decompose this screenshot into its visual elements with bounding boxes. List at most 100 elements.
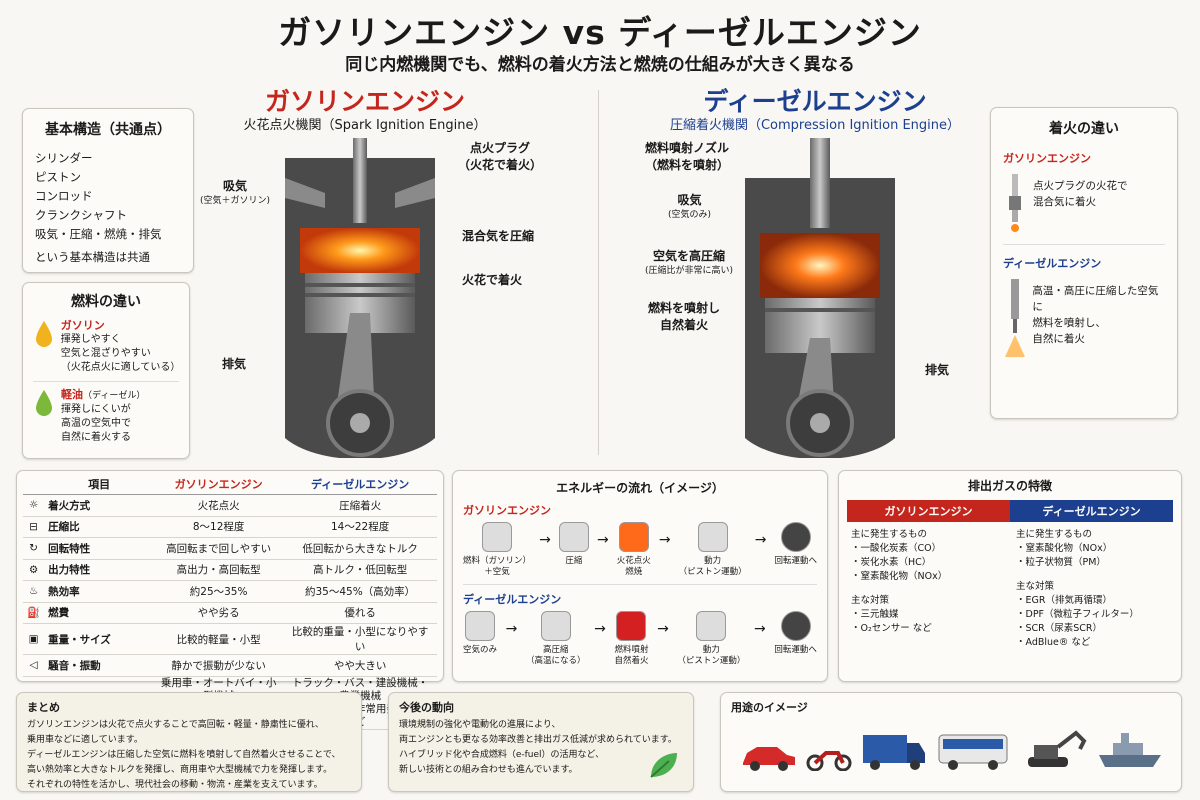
flow-step-icon: [482, 522, 512, 552]
flow-step-label: 回転運動へ: [774, 556, 817, 566]
ignition-box: 着火の違い ガソリンエンジン 点火プラグの火花で 混合気に着火 ディーゼルエンジ…: [990, 107, 1178, 419]
table-row-gasoline: 約25〜35%: [154, 580, 284, 603]
table-row-item: 回転特性: [44, 537, 155, 560]
fuel-box: 燃料の違い ガソリン 揮発しやすく 空気と混ざりやすい （火花点火に適している）…: [22, 282, 190, 459]
exhaust-gas-main: 主に発生するもの: [851, 529, 928, 540]
basic-item: 吸気・圧縮・燃焼・排気: [35, 227, 162, 241]
flow-step-icon: [780, 522, 811, 552]
diesel-inject-label: 燃料を噴射し 自然着火: [648, 301, 721, 332]
center-divider: [598, 90, 599, 455]
exhaust-gas-header: ガソリンエンジン: [847, 500, 1010, 522]
table-row-item: 圧縮比: [44, 516, 155, 538]
table-header: ガソリンエンジン: [154, 473, 284, 495]
table-row-icon: ⛽: [23, 602, 45, 624]
flow-step: 回転運動へ: [774, 522, 817, 567]
gasoline-engine-subtitle: 火花点火機関（Spark Ignition Engine）: [243, 118, 487, 133]
table-row-diesel: 低回転から大きなトルク: [283, 537, 437, 560]
truck-icon: [863, 735, 926, 770]
flow-step: 動力 （ピストン運動）: [677, 611, 745, 667]
basic-footer: という基本構造は共通: [35, 250, 150, 264]
table-row-icon: ☼: [23, 494, 45, 517]
table-row-gasoline: やや劣る: [154, 602, 284, 624]
summary-line: 高い熱効率と大きなトルクを発揮し、商用車や大型機械で力を発揮します。: [27, 765, 333, 775]
summary-line: 乗用車などに適しています。: [27, 735, 143, 745]
basic-item: コンロッド: [35, 189, 93, 203]
exhaust-measure: ・EGR（排気再循環）: [1016, 595, 1112, 606]
table-row: ◁騒音・振動静かで振動が少ないやや大きい: [23, 654, 437, 677]
exhaust-box: 排出ガスの特徴 ガソリンエンジン ディーゼルエンジン 主に発生するもの ・一酸化…: [838, 470, 1182, 682]
gasoline-label: ガソリン: [60, 319, 105, 332]
table-row-gasoline: 高回転まで回しやすい: [154, 537, 284, 560]
table-row-diesel: 約35〜45%（高効率）: [283, 580, 437, 603]
fuel-desc: 空気と混ざりやすい: [60, 348, 151, 359]
ignition-gas-desc: 混合気に着火: [1033, 196, 1096, 208]
gasoline-engine-diagram: [285, 138, 435, 458]
flow-step: 高圧縮 （高温になる）: [525, 611, 586, 667]
diesel-exhaust-label: 排気: [925, 363, 950, 377]
leaf-icon: [650, 753, 677, 778]
flow-step-icon: [618, 522, 649, 552]
diesel-engine-diagram: [745, 138, 895, 458]
diesel-fuel-label: 軽油: [61, 388, 83, 401]
table-row: ⛽燃費やや劣る優れる: [23, 602, 437, 624]
flow-step-label: 火花点火 燃焼: [616, 556, 651, 577]
flow-step-label: 燃料（ガソリン） ＋空気: [463, 556, 532, 577]
future-box: 今後の動向 環境規制の強化や電動化の進展により、 両エンジンとも更なる効率改善と…: [388, 692, 694, 792]
flow-step-label: 高圧縮 （高温になる）: [525, 645, 586, 666]
gas-intake-label: 吸気 (空気＋ガソリン): [200, 179, 271, 206]
fuel-desc: （火花点火に適している）: [60, 362, 181, 373]
future-line: 新しい技術との組み合わせも進んでいます。: [399, 765, 578, 775]
motorcycle-icon: [806, 751, 852, 771]
table-row-diesel: 14〜22程度: [283, 516, 437, 538]
exhaust-diesel-measure: 主な対策: [1016, 581, 1055, 592]
ignition-title: 着火の違い: [1049, 121, 1119, 137]
table-row: ⚙出力特性高出力・高回転型高トルク・低回転型: [23, 559, 437, 581]
basic-item: シリンダー: [35, 151, 93, 165]
exhaust-gas-measure: 主な対策: [851, 595, 890, 606]
table-row-icon: ⊟: [23, 516, 45, 538]
exhaust-measure: ・三元触媒: [851, 609, 899, 620]
table-row-icon: ◁: [23, 654, 45, 677]
flow-step-icon: [558, 522, 589, 552]
ignition-gas-desc: 点火プラグの火花で: [1033, 180, 1128, 192]
fuel-desc: 自然に着火する: [61, 432, 131, 443]
flow-step: 空気のみ: [463, 611, 497, 656]
table-header: ディーゼルエンジン: [283, 473, 437, 495]
flow-step: 圧縮: [558, 522, 589, 567]
table-row-gasoline: 静かで振動が少ない: [154, 654, 284, 677]
usage-box: 用途のイメージ: [720, 692, 1182, 792]
basic-item: ピストン: [35, 170, 81, 184]
exhaust-measure: ・O₂センサー など: [851, 623, 932, 634]
basic-structure-box: 基本構造（共通点） シリンダー ピストン コンロッド クランクシャフト 吸気・圧…: [22, 108, 194, 273]
table-row-diesel: やや大きい: [283, 654, 437, 677]
ship-icon: [1098, 733, 1161, 767]
flow-step-label: 動力 （ピストン運動）: [677, 645, 746, 666]
flow-step-icon: [465, 611, 495, 641]
table-row-gasoline: 比較的軽量・小型: [154, 623, 284, 655]
gasoline-engine-title: ガソリンエンジン: [264, 87, 465, 116]
exhaust-item: ・一酸化炭素（CO）: [851, 543, 942, 554]
summary-box: まとめ ガソリンエンジンは火花で点火することで高回転・軽量・静粛性に優れ、 乗用…: [16, 692, 362, 792]
fuel-desc: 揮発しにくいが: [61, 404, 131, 415]
table-header: 項目: [44, 473, 155, 495]
flow-arrow-icon: →: [594, 621, 606, 637]
basic-item: クランクシャフト: [35, 208, 127, 222]
fuel-title: 燃料の違い: [71, 294, 141, 310]
basic-title: 基本構造（共通点）: [45, 122, 171, 138]
flow-step: 回転運動へ: [774, 611, 817, 656]
diesel-engine-title: ディーゼルエンジン: [703, 87, 927, 116]
flow-step-icon: [616, 611, 647, 641]
future-line: 環境規制の強化や電動化の進展により、: [399, 720, 561, 730]
energy-diesel-title: ディーゼルエンジン: [463, 593, 562, 606]
flow-step-label: 動力 （ピストン運動）: [678, 556, 747, 577]
fuel-desc: 揮発しやすく: [60, 334, 121, 345]
spark-plug-icon: [1009, 174, 1021, 232]
flow-step-icon: [540, 611, 571, 641]
table-row-icon: ⚙: [23, 559, 45, 581]
exhaust-measure: ・DPF（微粒子フィルター）: [1016, 609, 1139, 620]
gas-compress-label: 混合気を圧縮: [462, 229, 535, 243]
flow-step-icon: [780, 611, 811, 641]
table-row-item: 着火方式: [44, 494, 155, 517]
table-row-icon: ↻: [23, 537, 45, 560]
table-row-item: 出力特性: [44, 559, 155, 581]
